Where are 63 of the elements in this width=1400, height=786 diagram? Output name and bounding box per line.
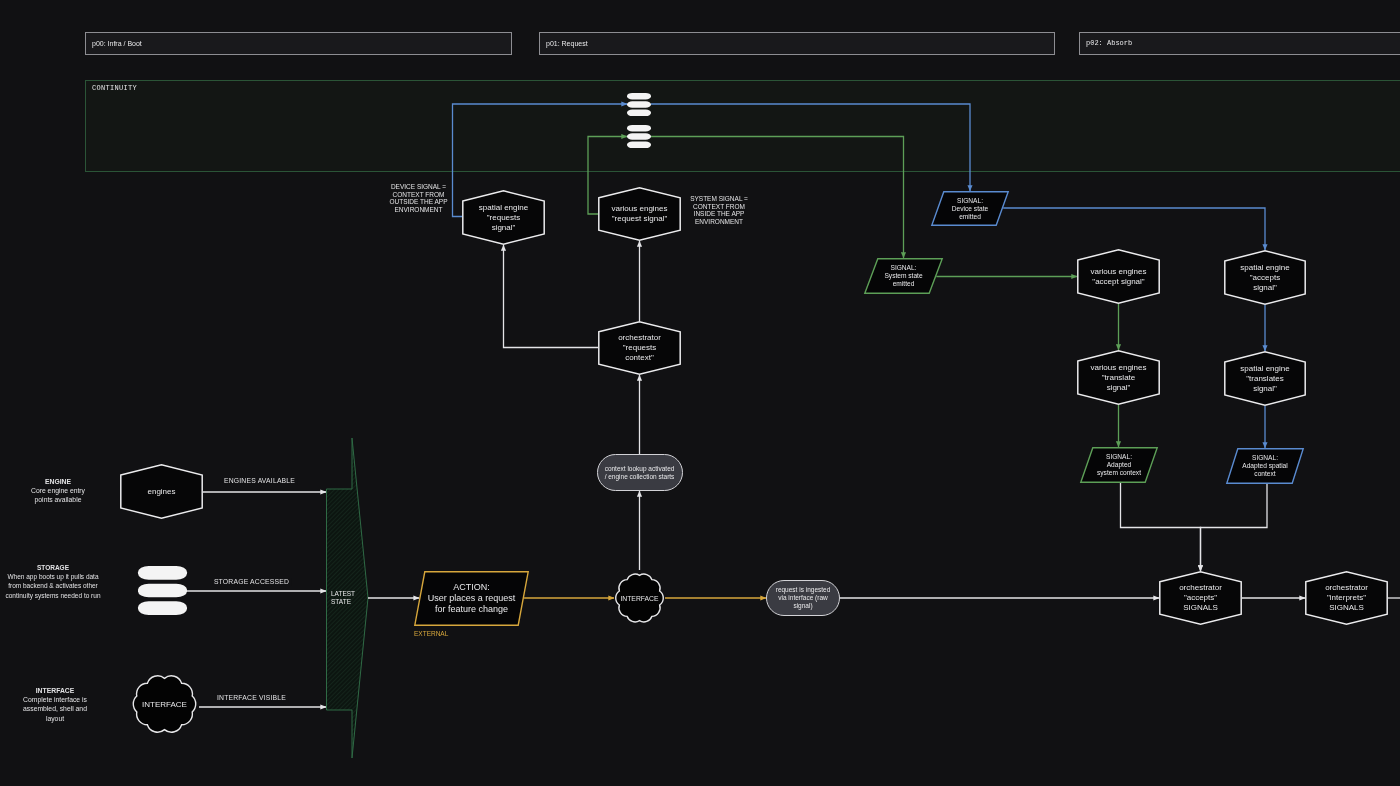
arrow [935,273,1078,280]
node-label: orchestrator "requests context" [617,333,662,363]
cloud-node [613,570,666,626]
arrow [1262,304,1268,352]
database-icon [627,93,651,116]
status-pill [596,454,683,491]
state-banner [326,438,368,758]
process-hexagon [1224,351,1306,406]
signal-parallelogram [864,258,943,294]
node-label: orchestrator "interprets" SIGNALS [1324,583,1369,613]
arrow [1262,405,1268,449]
arrow [198,704,327,710]
arrow [664,595,767,601]
process-hexagon [120,464,203,519]
arrow [523,595,615,601]
arrow [587,133,628,215]
node-label: spatial engine "requests signal" [477,202,530,233]
arrow [500,244,599,349]
arrow [636,374,643,455]
arrow [1241,595,1306,601]
node-heading: ACTION: [453,582,490,593]
arrow [186,588,327,594]
signal-parallelogram [1226,448,1304,484]
process-hexagon [1077,350,1160,405]
node-label: engines [147,486,176,497]
arrow [1115,303,1122,351]
signal-parallelogram [1080,447,1158,483]
process-hexagon [598,321,681,375]
phase-bar [85,32,512,55]
process-hexagon [462,190,545,245]
arrow [367,595,420,601]
process-hexagon [1305,571,1388,625]
node-label: INTERFACE [142,699,187,709]
node-label: spatial engine "translates signal" [1239,363,1291,394]
action-parallelogram [414,571,529,626]
phase-bar [1079,32,1400,55]
node-label: User places a request for feature change [426,593,517,615]
arrow [636,490,643,571]
database-icon [138,566,187,615]
process-hexagon [1159,571,1242,625]
node-label: various engines "request signal" [611,204,668,224]
arrow [451,101,628,218]
connector-line [1387,597,1400,599]
process-hexagon [1224,250,1306,305]
arrow [650,103,973,192]
phase-bar [539,32,1055,55]
node-label: orchestrator "accepts" SIGNALS [1178,583,1223,613]
process-hexagon [598,187,681,241]
arrow [650,135,907,259]
continuity-band [85,80,1400,172]
node-label: various engines "translate signal" [1090,362,1147,393]
status-pill [766,580,840,616]
node-label: various engines "accept signal" [1090,266,1147,287]
database-icon [627,125,651,148]
node-label: spatial engine "accepts signal" [1239,262,1291,293]
signal-parallelogram [931,191,1009,226]
arrow [1115,404,1122,448]
arrow [202,489,327,495]
arrow [839,595,1160,601]
arrow [1002,207,1268,251]
process-hexagon [1077,249,1160,304]
arrow [636,240,643,322]
arrow [1197,483,1268,572]
